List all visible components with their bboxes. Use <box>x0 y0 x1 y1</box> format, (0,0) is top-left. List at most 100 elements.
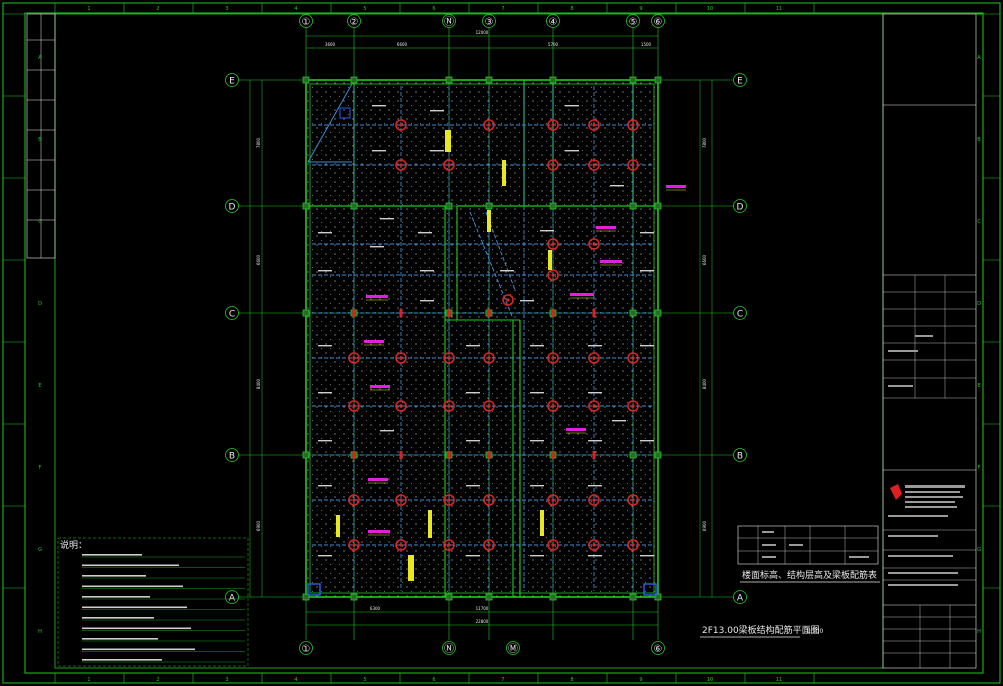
dimension-text-right: 6900 <box>702 520 707 531</box>
column-node-center <box>592 163 596 167</box>
beam-annotation <box>588 555 602 557</box>
note-line <box>82 585 183 588</box>
column-node-center <box>592 123 596 127</box>
title-block <box>882 13 977 669</box>
column-node <box>483 352 495 364</box>
column-node <box>588 159 600 171</box>
rebar-label-tag <box>428 510 432 538</box>
beam-annotation <box>565 105 579 107</box>
corner-marker <box>307 583 321 596</box>
beam-tick <box>447 309 451 317</box>
rebar-label-tag <box>600 260 622 263</box>
column-node <box>443 400 455 412</box>
border-number-bottom: 10 <box>707 677 713 683</box>
column <box>654 309 662 317</box>
note-line <box>82 554 142 556</box>
border-number-top: 7 <box>501 6 504 12</box>
beam-tick <box>399 451 403 459</box>
dimension-text-top: 12000 <box>476 30 489 35</box>
column <box>302 202 310 210</box>
border-number-bottom: 9 <box>639 677 642 683</box>
beam-annotation <box>372 105 386 107</box>
column-node-center <box>592 543 596 547</box>
level-table <box>737 525 879 565</box>
column-node <box>588 400 600 412</box>
column <box>629 451 637 459</box>
column-node-center <box>352 404 356 408</box>
grid-bubble-top <box>626 14 640 28</box>
beam-tick <box>487 451 491 459</box>
column-node-center <box>399 123 403 127</box>
grid-bubble-left <box>225 73 239 87</box>
border-number-top: 9 <box>639 6 642 12</box>
column-node <box>348 539 360 551</box>
column-node-center <box>631 543 635 547</box>
border-letter-right: H <box>977 629 981 635</box>
grid-bubble-right <box>733 73 747 87</box>
border-letter-left: D <box>38 301 42 307</box>
note-line <box>82 596 150 598</box>
beam-tick <box>551 451 555 459</box>
border-number-bottom: 5 <box>363 677 366 683</box>
beam-annotation <box>318 270 332 272</box>
border-number-top: 4 <box>294 6 297 12</box>
column-node <box>443 352 455 364</box>
column <box>629 202 637 210</box>
dimension-text-right: 8400 <box>702 378 707 389</box>
beam-tick <box>399 309 403 317</box>
column <box>654 202 662 210</box>
grid-bubble-label-right: B <box>737 452 743 462</box>
column <box>350 202 358 210</box>
grid-bubble-label-left: D <box>229 203 236 213</box>
beam-annotation <box>466 485 480 487</box>
rebar-label-tag <box>570 293 594 296</box>
column-node <box>547 539 559 551</box>
rebar-label-tag <box>408 555 414 581</box>
main-title: 2F13.00梁板结构配筋平面图 <box>702 624 820 636</box>
grid-bubble-label-bottom: Ⓝ <box>444 643 454 655</box>
column <box>485 593 493 601</box>
grid-bubble-label-top: Ⓝ <box>444 16 454 28</box>
beam-annotation <box>530 440 544 442</box>
beam-annotation <box>466 345 480 347</box>
border-letter-left: A <box>38 55 42 61</box>
column-node <box>547 238 559 250</box>
column-node-center <box>487 123 491 127</box>
grid-bubble-top <box>482 14 496 28</box>
beam-tick <box>352 451 356 459</box>
border-number-top: 1 <box>87 6 90 12</box>
outer-wall-inner <box>309 83 655 594</box>
dimension-text-right: 7800 <box>702 137 707 148</box>
column-node-center <box>487 356 491 360</box>
beam-annotation <box>520 300 534 302</box>
beam-annotation <box>318 392 332 394</box>
border-letter-right: A <box>977 55 981 61</box>
column-node <box>348 352 360 364</box>
column-node <box>443 539 455 551</box>
column-node <box>588 119 600 131</box>
corner-marker <box>339 107 351 119</box>
column-node <box>443 159 455 171</box>
column <box>654 451 662 459</box>
grid-bubble-left <box>225 590 239 604</box>
corner-marker <box>643 583 657 596</box>
grid-bubble-label-left: E <box>229 77 235 87</box>
beam-annotation <box>530 555 544 557</box>
border-letter-left: H <box>38 629 42 635</box>
column-node-center <box>352 356 356 360</box>
column-node-center <box>399 356 403 360</box>
column-node <box>348 400 360 412</box>
column-node-center <box>551 543 555 547</box>
beam-annotation <box>610 185 624 187</box>
beam-annotation <box>640 345 654 347</box>
rebar-label-tag <box>364 340 384 343</box>
beam-annotation <box>466 555 480 557</box>
column-node <box>547 269 559 281</box>
note-line <box>82 648 195 651</box>
revision-strip <box>26 13 56 259</box>
border-number-top: 10 <box>707 6 713 12</box>
dimension-text-bottom: 22800 <box>476 619 489 624</box>
dimension-text-left: 6600 <box>256 254 261 265</box>
